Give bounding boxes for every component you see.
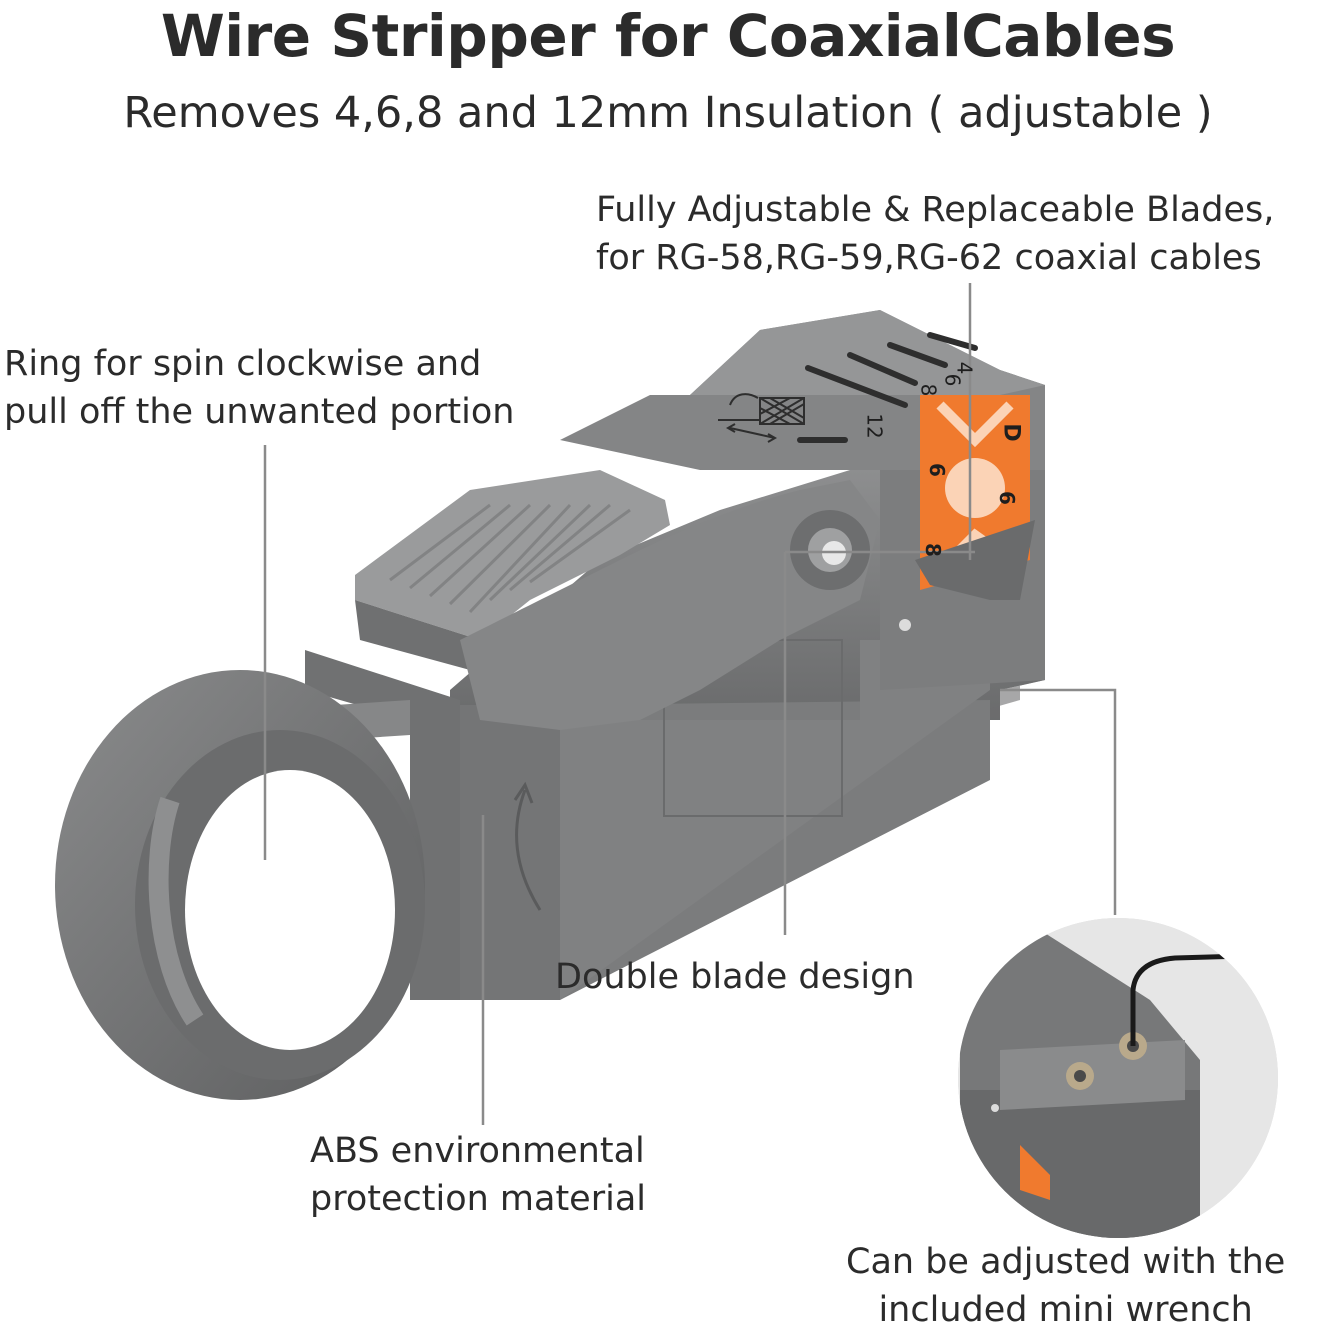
scale-mark-4: 4: [952, 361, 977, 375]
orange-blade-holder: [880, 395, 1045, 690]
scale-mark-8: 8: [916, 383, 941, 397]
callout-abs: ABS environmental protection material: [310, 1127, 646, 1223]
callout-ring-line-2: pull off the unwanted portion: [4, 392, 515, 432]
scale-mark-6: 6: [940, 373, 965, 387]
pivot-screw: [790, 510, 870, 590]
callout-ring-line-1: Ring for spin clockwise and: [4, 344, 482, 384]
lever-handle: [355, 470, 880, 730]
blade-mark-6a: 6: [924, 463, 949, 477]
scale-mark-12: 12: [862, 413, 887, 439]
blade-mark-8: 8: [920, 543, 945, 557]
callout-wrench: Can be adjusted with the included mini w…: [846, 1238, 1285, 1334]
blade-mark-6b: 6: [994, 491, 1019, 505]
callout-double-blade: Double blade design: [555, 957, 915, 997]
callout-blades-line-2: for RG-58,RG-59,RG-62 coaxial cables: [596, 238, 1262, 278]
leader-lines: [263, 283, 1117, 1125]
page-title: Wire Stripper for CoaxialCables: [160, 2, 1176, 70]
blade-mark-d: D: [998, 423, 1024, 442]
callout-abs-line-1: ABS environmental: [310, 1131, 645, 1171]
callout-wrench-line-2: included mini wrench: [878, 1290, 1253, 1330]
callout-blades-line-1: Fully Adjustable & Replaceable Blades,: [596, 190, 1275, 230]
callout-blades: Fully Adjustable & Replaceable Blades, f…: [596, 186, 1274, 282]
page-subtitle: Removes 4,6,8 and 12mm Insulation ( adju…: [123, 88, 1213, 138]
spin-ring: [55, 670, 425, 1100]
wrench-detail-inset: [958, 918, 1278, 1238]
callout-abs-line-2: protection material: [310, 1179, 647, 1219]
callout-wrench-line-1: Can be adjusted with the: [846, 1242, 1286, 1282]
callout-ring: Ring for spin clockwise and pull off the…: [4, 340, 514, 436]
